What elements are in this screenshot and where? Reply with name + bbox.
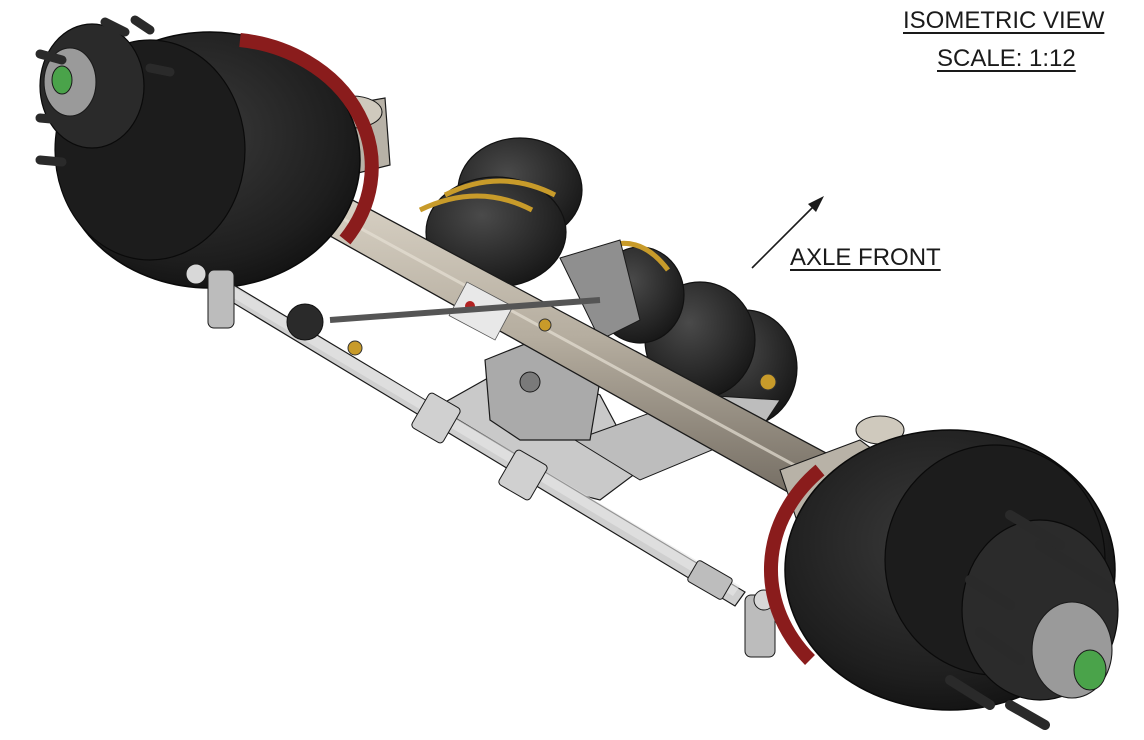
scale-label: SCALE: 1:12 xyxy=(937,45,1076,72)
view-title: ISOMETRIC VIEW xyxy=(903,7,1105,34)
right-wheel-studs xyxy=(945,510,1115,730)
axle-front-arrow xyxy=(751,196,824,269)
axle-front-label: AXLE FRONT xyxy=(790,244,941,271)
left-brake-drum xyxy=(39,23,379,289)
steering-link xyxy=(286,297,601,356)
right-brake-drum xyxy=(764,429,1119,711)
left-wheel-studs xyxy=(35,15,175,167)
tie-rod xyxy=(185,263,776,658)
